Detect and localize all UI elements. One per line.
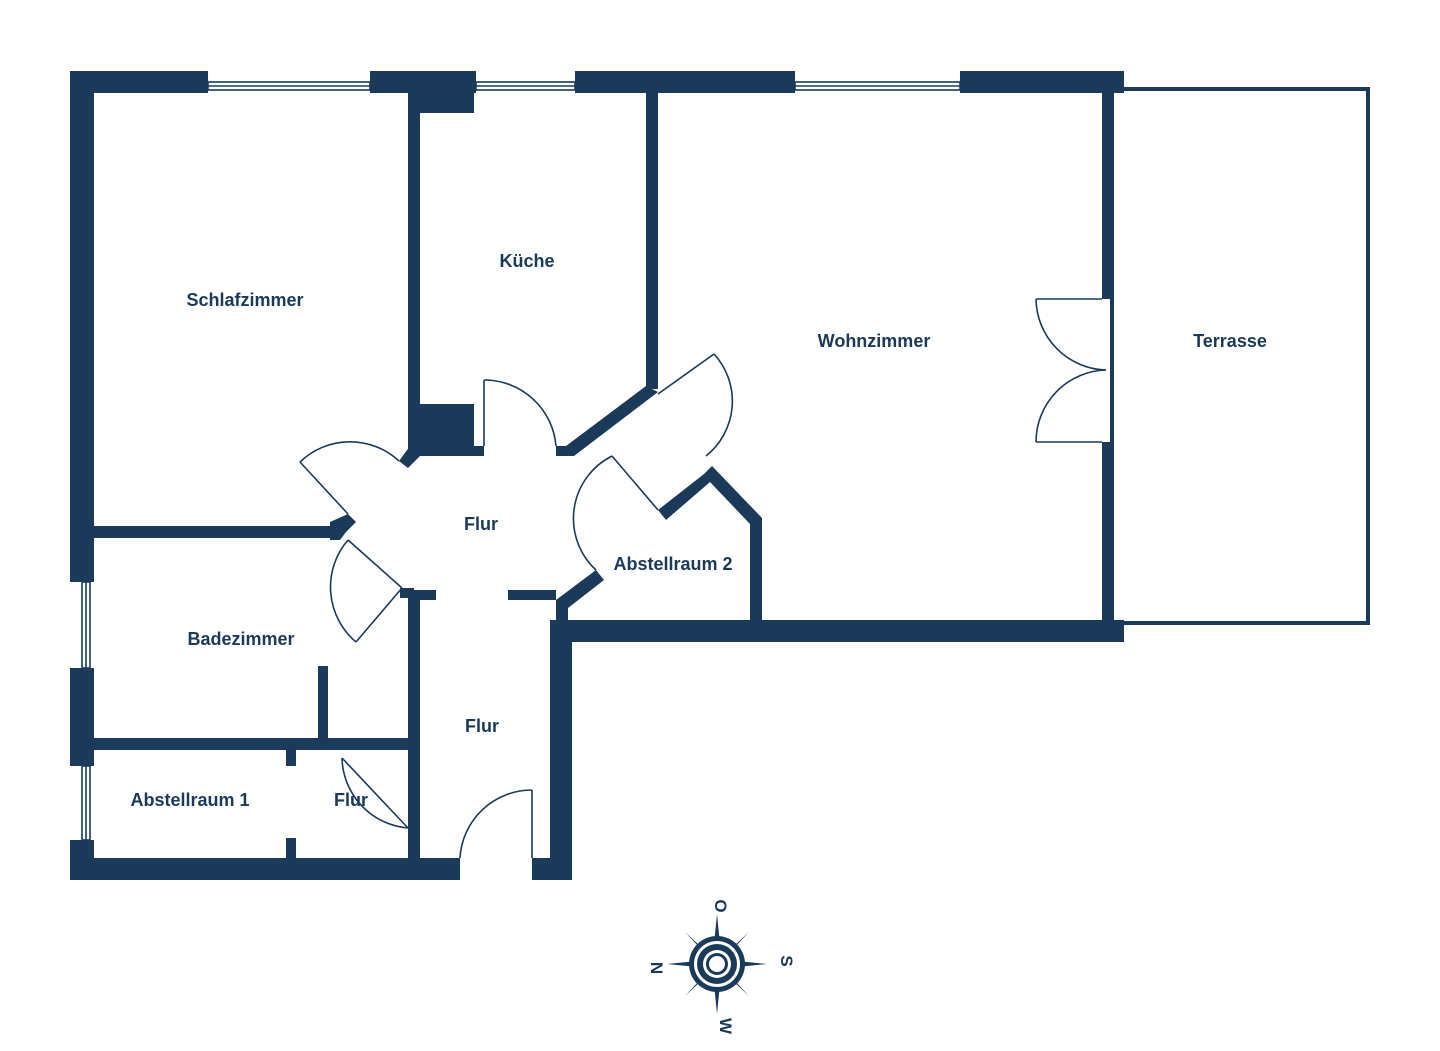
terrace-outline: [1110, 87, 1370, 625]
compass-icon: [667, 914, 767, 1014]
room-labels: Schlafzimmer Küche Wohnzimmer Terrasse F…: [130, 251, 1266, 810]
label-badezimmer: Badezimmer: [187, 629, 294, 649]
label-flur-small: Flur: [334, 790, 368, 810]
interior-walls: [94, 93, 762, 860]
label-wohnzimmer: Wohnzimmer: [818, 331, 931, 351]
compass-rose: O S W N: [647, 899, 796, 1035]
compass-north-label: N: [647, 962, 666, 974]
label-kueche: Küche: [499, 251, 554, 271]
doors: [299, 298, 1107, 859]
label-abstellraum-1: Abstellraum 1: [130, 790, 249, 810]
compass-west-label: W: [716, 1018, 735, 1035]
label-abstellraum-2: Abstellraum 2: [613, 554, 732, 574]
exterior-walls: [70, 71, 1124, 880]
compass-east-label: O: [711, 899, 730, 912]
label-flur-lower: Flur: [465, 716, 499, 736]
label-schlafzimmer: Schlafzimmer: [186, 290, 303, 310]
compass-south-label: S: [777, 955, 796, 966]
windows: [81, 81, 961, 841]
label-terrasse: Terrasse: [1193, 331, 1267, 351]
label-flur-main: Flur: [464, 514, 498, 534]
